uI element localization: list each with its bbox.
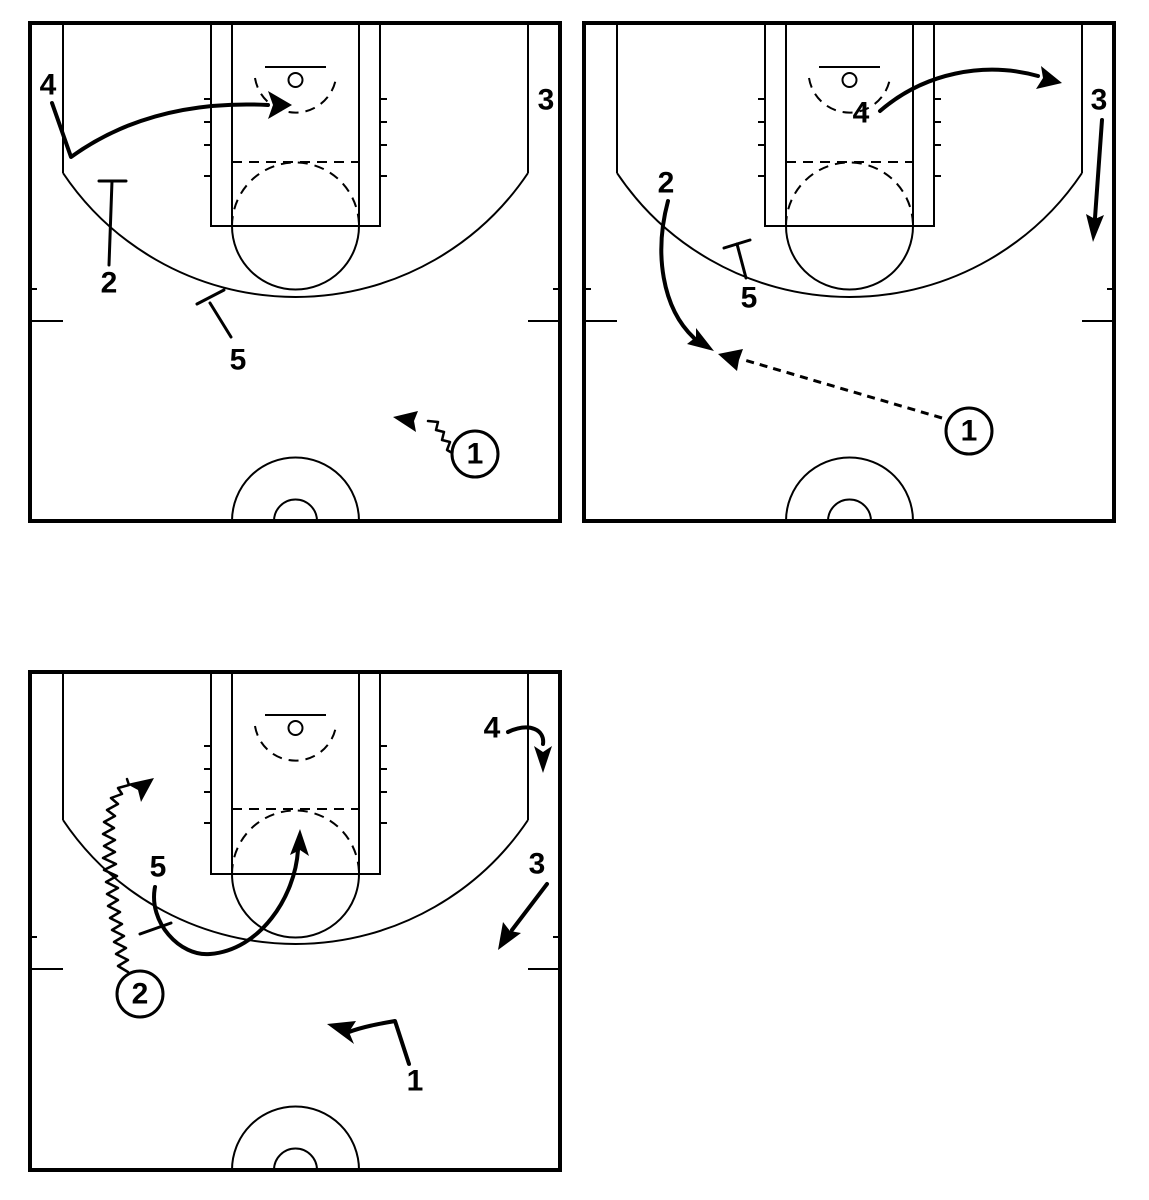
player-1: 1 xyxy=(407,1065,424,1098)
free-throw-circle xyxy=(785,225,914,291)
play-actions xyxy=(659,66,1104,420)
player-label: 4 xyxy=(484,712,501,745)
free-throw-circle xyxy=(231,225,360,291)
cut-path-1 xyxy=(347,1019,411,1066)
arrowhead xyxy=(534,746,552,773)
screen-5 xyxy=(722,238,752,280)
player-5: 5 xyxy=(741,282,758,315)
cut-path-3 xyxy=(510,882,549,932)
player-label: 1 xyxy=(407,1065,424,1098)
player-4: 4 xyxy=(853,97,870,130)
arrowhead xyxy=(718,349,743,371)
cut-path-4 xyxy=(506,725,546,746)
players-layer: 4 3 2 5 1 xyxy=(658,84,1108,456)
player-3: 3 xyxy=(1091,84,1108,117)
arrowhead xyxy=(393,411,418,432)
court-border xyxy=(28,670,562,1172)
cut-path-2 xyxy=(659,199,696,340)
cut-path-4 xyxy=(50,101,270,159)
center-circle xyxy=(785,456,914,522)
player-label: 5 xyxy=(150,851,167,884)
player-label: 3 xyxy=(1091,84,1108,117)
arrowhead xyxy=(498,922,521,950)
court-lines xyxy=(28,670,562,1172)
ball-handler-ring xyxy=(450,429,500,479)
player-3: 3 xyxy=(538,84,555,117)
player-2: 2 xyxy=(658,167,675,200)
players-layer: 4 3 2 5 1 xyxy=(40,69,555,479)
free-throw-circle xyxy=(231,873,360,939)
screen-2 xyxy=(97,179,128,267)
rim xyxy=(287,720,304,736)
player-label: 2 xyxy=(101,267,118,300)
rim xyxy=(841,72,858,88)
player-2-with-ball: 2 xyxy=(115,969,165,1019)
player-label: 1 xyxy=(467,438,484,471)
ball-handler-ring xyxy=(115,969,165,1019)
arrowhead xyxy=(268,91,292,119)
play-actions xyxy=(50,91,456,456)
screen-5 xyxy=(195,288,233,339)
rim xyxy=(287,72,304,88)
center-circle xyxy=(231,1105,360,1171)
three-point-arc xyxy=(62,172,529,298)
cut-path-5 xyxy=(152,848,300,957)
three-point-arc xyxy=(616,172,1083,298)
court-diagram-3: 4 5 3 2 1 xyxy=(28,670,562,1172)
court-diagram-2: 4 3 2 5 1 xyxy=(582,21,1116,523)
court-lines xyxy=(582,21,1116,523)
player-label: 3 xyxy=(538,84,555,117)
cut-path-3 xyxy=(1093,118,1104,220)
arrowhead xyxy=(1086,214,1104,242)
dribble-path-2 xyxy=(101,777,131,974)
player-label: 5 xyxy=(741,282,758,315)
player-5: 5 xyxy=(150,851,167,884)
player-label: 2 xyxy=(132,978,149,1011)
lane xyxy=(210,22,381,227)
player-1-with-ball: 1 xyxy=(450,429,500,479)
arrowhead xyxy=(290,829,309,856)
players-layer: 4 5 3 2 1 xyxy=(115,712,546,1098)
center-circle xyxy=(231,456,360,522)
player-label: 1 xyxy=(961,415,978,448)
dribble-path-1 xyxy=(426,419,456,456)
arrowhead xyxy=(687,328,714,351)
ball-handler-ring xyxy=(944,406,994,456)
arrowhead xyxy=(127,778,154,802)
player-4: 4 xyxy=(40,69,57,102)
court-lines xyxy=(28,21,562,523)
player-2: 2 xyxy=(101,267,118,300)
pass-line-1 xyxy=(740,357,943,420)
player-label: 2 xyxy=(658,167,675,200)
player-5: 5 xyxy=(230,344,247,377)
play-actions xyxy=(101,725,552,1066)
arrowhead xyxy=(327,1021,356,1044)
player-label: 5 xyxy=(230,344,247,377)
player-4: 4 xyxy=(484,712,501,745)
player-3: 3 xyxy=(529,848,546,881)
arrowhead xyxy=(1036,66,1062,89)
player-1-with-ball: 1 xyxy=(944,406,994,456)
player-label: 4 xyxy=(853,97,870,130)
three-point-arc xyxy=(62,819,529,945)
cut-path-4 xyxy=(878,67,1040,113)
player-label: 4 xyxy=(40,69,57,102)
screen-5 xyxy=(138,921,173,936)
lane xyxy=(764,22,935,227)
player-label: 3 xyxy=(529,848,546,881)
court-diagram-1: 4 3 2 5 1 xyxy=(28,21,562,523)
